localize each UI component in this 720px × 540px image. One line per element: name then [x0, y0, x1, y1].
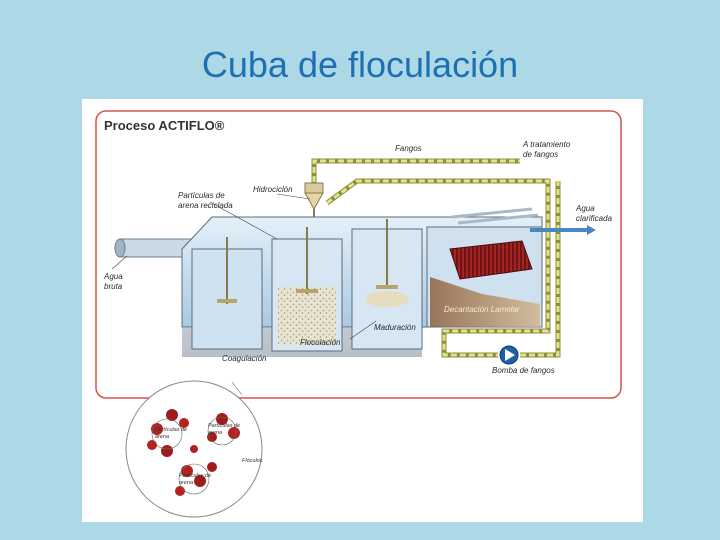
label-bomba: Bomba de fangos — [492, 366, 555, 375]
label-coagulacion: Coagulación — [222, 354, 267, 363]
clarified-water-outlet-arrow — [530, 225, 596, 235]
lamella-pack — [449, 240, 533, 280]
label-fangos: Fangos — [395, 144, 422, 153]
label-maduracion: Maduración — [374, 323, 416, 332]
label-decantacion: Decantación Lamelar — [444, 305, 520, 314]
floc-grain-outlines — [151, 416, 237, 495]
raw-water-inlet-pipe — [114, 238, 193, 258]
process-diagram-figure: Proceso ACTIFLO® — [82, 99, 643, 522]
sludge-pipe — [311, 158, 561, 358]
mixer-flocculation — [296, 227, 318, 294]
inset-label-particulas-de-1: Partículas de — [155, 427, 187, 433]
label-particulas-arena-1: Partículas de — [178, 191, 225, 200]
floc-inset: Partículas de arena Partículas de arena … — [125, 380, 263, 518]
label-a-tratamiento-1: A tratamiento — [522, 140, 571, 149]
label-agua-bruta-2: bruta — [104, 282, 123, 291]
sludge-pump — [499, 345, 519, 365]
diagram-heading: Proceso ACTIFLO® — [104, 118, 225, 133]
floc-particles — [147, 409, 240, 496]
inset-label-floculos: Flóculos — [242, 458, 263, 464]
leader-lines — [111, 193, 377, 340]
inset-label-particulas-bottom-2: arena — [179, 480, 193, 486]
inset-label-particulas-right-1: Partículas de — [208, 423, 240, 429]
label-a-tratamiento-2: de fangos — [523, 150, 558, 159]
mixer-maturation — [376, 219, 398, 289]
label-agua-clarificada-2: clarificada — [576, 214, 613, 223]
label-hidrociclon: Hidrociclón — [253, 185, 293, 194]
label-floculacion: Floculación — [300, 338, 341, 347]
inset-label-particulas-de-2: arena — [155, 434, 169, 440]
mixer-coagulation — [217, 237, 237, 304]
label-particulas-arena-2: arena reciclada — [178, 201, 233, 210]
slide-title: Cuba de floculación — [201, 44, 519, 85]
actiflo-diagram: Proceso ACTIFLO® — [95, 110, 622, 518]
label-agua-bruta-1: Agua — [103, 272, 123, 281]
inset-label-particulas-right-2: arena — [208, 430, 222, 436]
clarified-water-launders — [451, 207, 539, 225]
inset-label-particulas-bottom-1: Partículas de — [179, 473, 211, 479]
inset-connector-line — [231, 381, 243, 396]
tank — [181, 207, 543, 357]
label-agua-clarificada-1: Agua — [575, 204, 595, 213]
